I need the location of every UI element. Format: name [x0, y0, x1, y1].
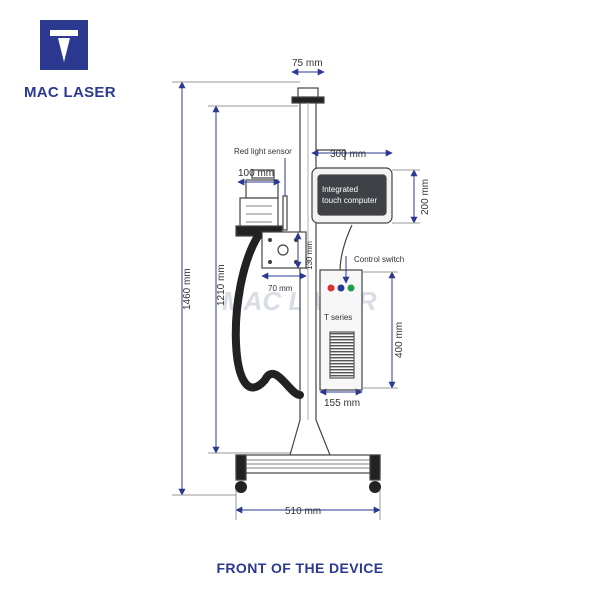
touch-screen-display	[317, 174, 387, 216]
dim-screen-width: 300 mm	[330, 149, 366, 160]
laser-head-body	[239, 197, 279, 229]
dim-cabinet-width: 155 mm	[324, 398, 360, 409]
caster-wheels	[235, 481, 381, 493]
dim-column-height: 1210 mm	[216, 264, 227, 306]
cabinet-vent	[329, 331, 355, 379]
dim-head-width: 100 mm	[238, 168, 274, 179]
dim-base-width: 510 mm	[285, 506, 321, 517]
dim-bracket-width: 70 mm	[268, 284, 293, 293]
red-light-sensor	[282, 195, 288, 231]
screen-text-1: Integrated	[322, 185, 358, 194]
control-buttons	[327, 284, 355, 292]
base-end-right	[369, 454, 381, 481]
brand-name: MAC LASER	[24, 84, 116, 101]
dim-cabinet-height: 400 mm	[394, 322, 405, 358]
brand-logo-icon	[40, 20, 88, 70]
head-upper	[245, 179, 279, 199]
dim-screen-height: 200 mm	[420, 179, 431, 215]
screen-cable	[339, 224, 353, 273]
top-cap	[291, 96, 325, 104]
dim-top-plate-width: 75 mm	[292, 58, 323, 69]
dimension-lines	[172, 68, 420, 520]
control-switch-label: Control switch	[354, 255, 404, 264]
column-foot	[289, 419, 331, 456]
dim-bracket-height: 130 mm	[305, 241, 314, 270]
red-light-sensor-label: Red light sensor	[234, 147, 292, 156]
fiber-hose	[231, 232, 304, 399]
base-end-left	[235, 454, 247, 481]
top-knob	[297, 87, 319, 98]
cabinet-series-label: T series	[324, 313, 352, 322]
head-top	[251, 169, 275, 179]
screen-text-2: touch computer	[322, 196, 377, 205]
diagram-caption: FRONT OF THE DEVICE	[216, 560, 384, 576]
dim-total-height: 1460 mm	[182, 268, 193, 310]
